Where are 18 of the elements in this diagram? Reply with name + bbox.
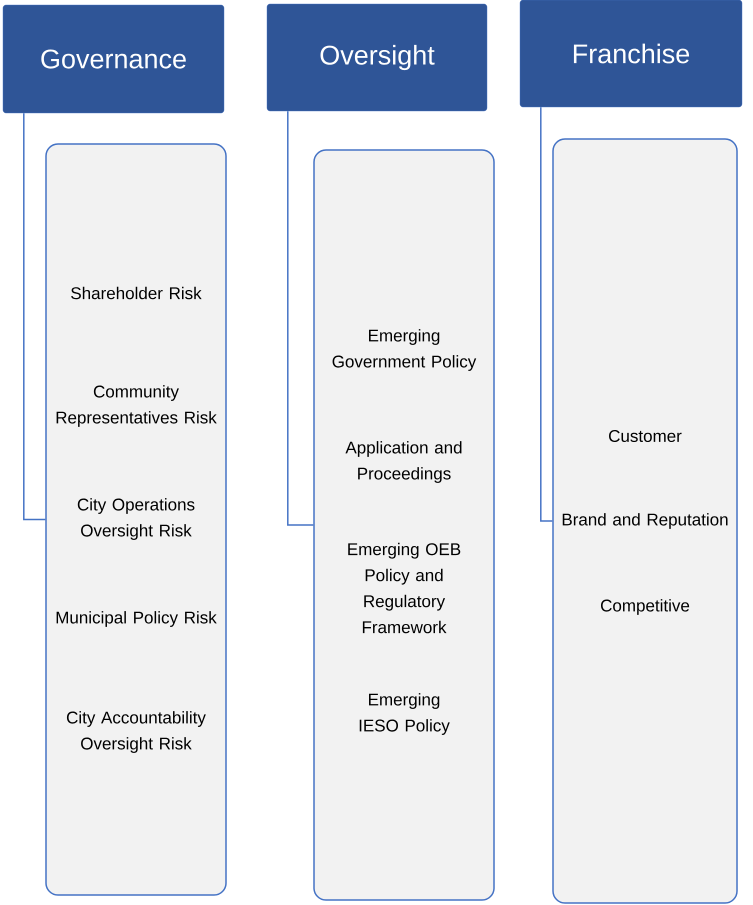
connector-line bbox=[540, 107, 552, 522]
header-box: Oversight bbox=[266, 4, 488, 112]
risk-label: Brand and Reputation bbox=[562, 513, 728, 529]
risk-label: Community Representatives Risk bbox=[56, 385, 217, 427]
risk-label: Emerging IESO Policy bbox=[360, 693, 450, 735]
header-box: Governance bbox=[2, 4, 224, 114]
risk-label: Competitive bbox=[601, 599, 690, 615]
risk-label: Application and Proceedings bbox=[345, 441, 462, 483]
connector-line bbox=[23, 113, 46, 520]
risk-label: City Accountability Oversight Risk bbox=[66, 711, 206, 753]
risk-label: Customer bbox=[609, 430, 682, 442]
risk-label: City Operations Oversight Risk bbox=[78, 498, 194, 540]
risk-label: Emerging Government Policy bbox=[332, 329, 476, 371]
risk-label: Municipal Policy Risk bbox=[56, 611, 217, 627]
risk-label: Shareholder Risk bbox=[71, 286, 202, 300]
risk-label: Emerging OEB Policy and Regulatory Framework bbox=[348, 542, 460, 634]
connector-line bbox=[287, 111, 314, 526]
header-box: Franchise bbox=[520, 0, 742, 108]
